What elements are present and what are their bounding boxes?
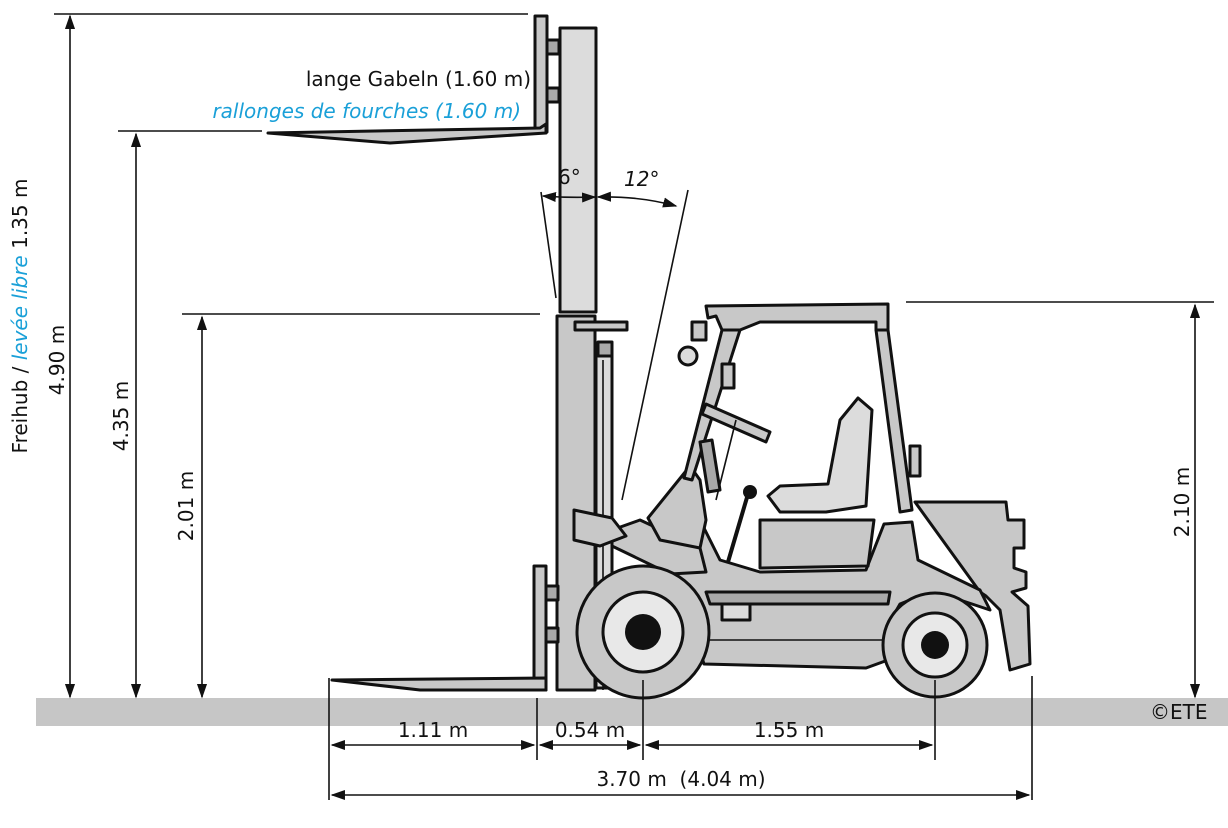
copyright-label: ©ETE bbox=[1150, 700, 1208, 724]
free-lift-label: Freihub / levée libre 1.35 m bbox=[8, 179, 32, 454]
len-total-label: 3.70 m (4.04 m) bbox=[596, 767, 765, 791]
height-fork-top-label: 4.35 m bbox=[109, 381, 133, 451]
long-forks-label-fr: rallonges de fourches (1.60 m) bbox=[212, 99, 521, 123]
len-front-overhang-label: 0.54 m bbox=[555, 718, 625, 742]
tilt-back-label: 12° bbox=[624, 167, 659, 191]
forklift-body bbox=[572, 302, 1032, 672]
lower-fork bbox=[330, 564, 560, 692]
front-wheel bbox=[575, 564, 711, 700]
len-wheelbase-label: 1.55 m bbox=[754, 718, 824, 742]
vertical-dimensions bbox=[54, 13, 1214, 699]
rear-wheel bbox=[881, 591, 989, 699]
ground-strip bbox=[36, 698, 1228, 726]
height-overhead-guard-label: 2.10 m bbox=[1170, 467, 1194, 537]
height-mast-label: 2.01 m bbox=[174, 471, 198, 541]
raised-fork-carriage bbox=[266, 14, 598, 314]
tilt-forward-label: 6° bbox=[558, 165, 581, 189]
tilt-angle-indicators: 6° 12° bbox=[540, 165, 689, 501]
long-forks-label-de: lange Gabeln (1.60 m) bbox=[306, 67, 531, 91]
horizontal-dimensions bbox=[328, 676, 1033, 801]
height-max-label: 4.90 m bbox=[45, 325, 69, 395]
len-forks-label: 1.11 m bbox=[398, 718, 468, 742]
